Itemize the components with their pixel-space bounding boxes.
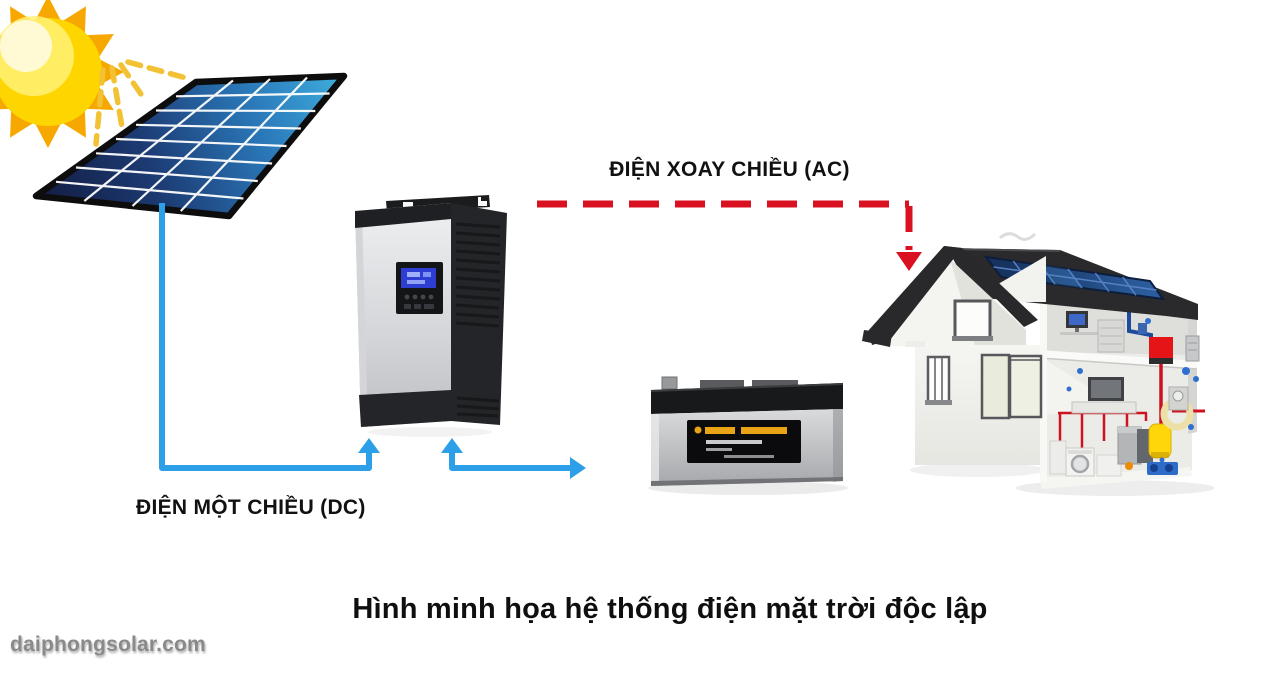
battery-icon	[648, 376, 848, 495]
inverter-icon	[355, 195, 507, 437]
ac-arrow-down-icon	[896, 252, 922, 271]
battery-label	[687, 420, 801, 463]
caption: Hình minh họa hệ thống điện mặt trời độc…	[352, 593, 988, 625]
sun-icon	[0, 0, 124, 148]
solar-panel-icon	[32, 72, 348, 220]
dc-label: ĐIỆN MỘT CHIỀU (DC)	[136, 496, 366, 519]
dc-cable-inverter-to-battery	[449, 450, 572, 471]
sun-rays-icon	[93, 59, 189, 147]
dc-cable-panel-to-inverter	[159, 203, 372, 471]
dc-arrow-right-icon	[570, 457, 586, 479]
dc-arrow-up-icon	[358, 438, 380, 453]
dc-arrow-up2-icon	[441, 438, 463, 453]
watermark: daiphongsolar.com	[10, 633, 206, 656]
house-icon	[862, 232, 1215, 496]
ac-line	[537, 200, 913, 250]
inverter-display	[396, 262, 443, 314]
ac-label: ĐIỆN XOAY CHIỀU (AC)	[609, 158, 850, 181]
